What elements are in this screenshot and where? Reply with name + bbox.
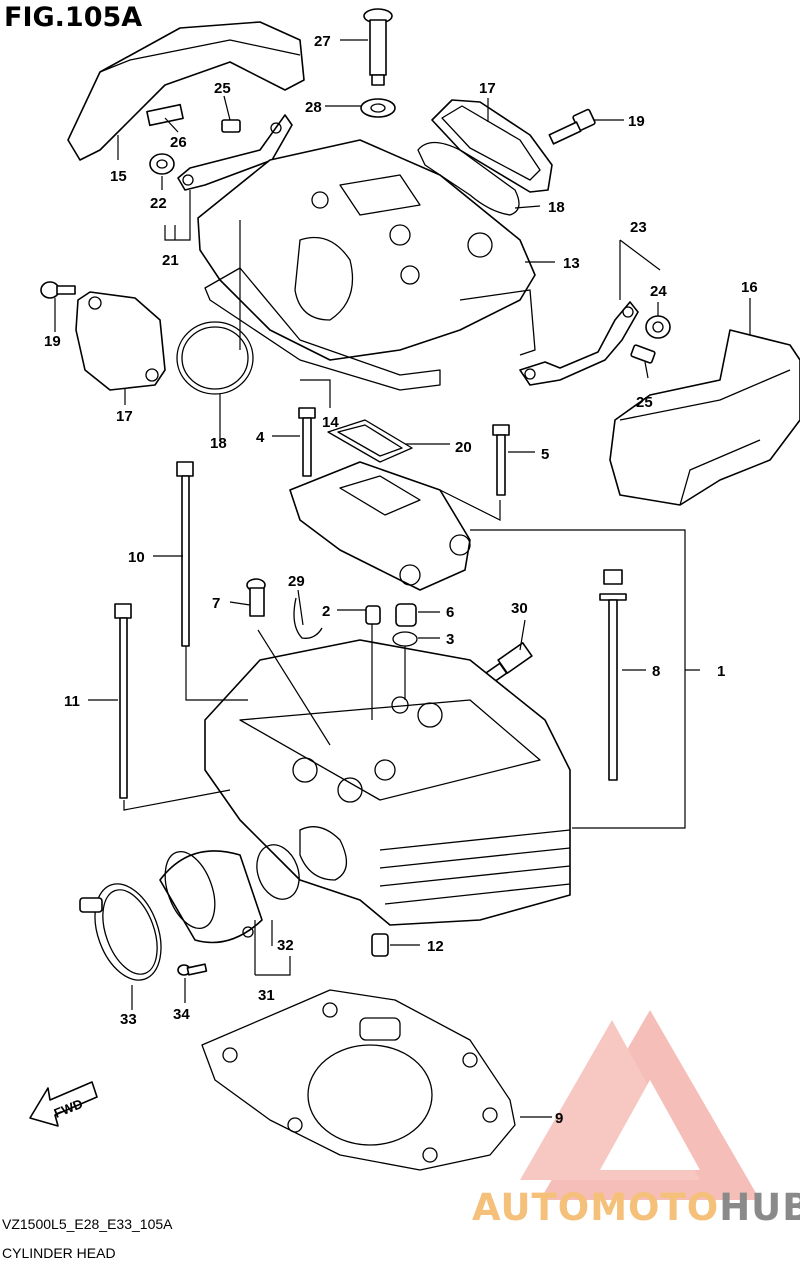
- callout-19-top: 19: [628, 113, 645, 130]
- bracket-part-23: [519, 301, 639, 386]
- bolt-part-25: [221, 119, 241, 133]
- callout-26: 26: [170, 134, 187, 151]
- callout-31: 31: [258, 987, 275, 1004]
- callout-9: 9: [555, 1110, 563, 1127]
- gasket-part-14: [204, 267, 441, 391]
- callout-22: 22: [150, 195, 167, 212]
- callout-18-top: 18: [548, 199, 565, 216]
- gasket-part-20: [327, 419, 413, 463]
- callout-11: 11: [64, 693, 80, 710]
- callout-23: 23: [630, 219, 647, 236]
- callout-15: 15: [110, 168, 127, 185]
- callout-25-right: 25: [636, 394, 653, 411]
- grommet-part-22: [149, 153, 175, 175]
- callout-10: 10: [128, 549, 145, 566]
- bracket-part-21: [177, 114, 293, 191]
- callout-4: 4: [256, 429, 265, 446]
- cover-part-15: [67, 21, 305, 161]
- watermark-text-b: HUB: [719, 1186, 800, 1229]
- callout-18-left: 18: [210, 435, 227, 452]
- rocker-holder: [289, 461, 471, 591]
- watermark-text-a: AUTOMOTO: [472, 1186, 720, 1229]
- pad-part-26: [146, 103, 184, 127]
- dowel-part-12: [371, 933, 389, 957]
- callout-29: 29: [288, 573, 305, 590]
- callout-8: 8: [652, 663, 660, 680]
- head-gasket-part-9: [201, 989, 516, 1171]
- grommet-part-24: [645, 315, 671, 339]
- plate-part-17-top: [431, 99, 553, 193]
- intake-pipe-part-31: [159, 850, 263, 944]
- callout-13: 13: [563, 255, 580, 272]
- clip-part-29: [293, 597, 323, 639]
- watermark-text: AUTOMOTOHUB: [472, 1186, 800, 1229]
- bolt-part-11: [114, 603, 132, 799]
- dowel-part-6: [395, 603, 417, 627]
- washer-part-28: [360, 98, 396, 118]
- callout-16: 16: [741, 279, 758, 296]
- bolt-part-19-top: [548, 108, 596, 145]
- callout-1: 1: [717, 663, 725, 680]
- callout-33: 33: [120, 1011, 137, 1028]
- screw-part-34: [177, 963, 208, 976]
- callout-21: 21: [162, 252, 179, 269]
- plate-part-17-left: [75, 291, 166, 391]
- callout-25: 25: [214, 80, 231, 97]
- callout-3: 3: [446, 631, 454, 648]
- callout-2: 2: [322, 603, 330, 620]
- bolt-part-8: [599, 569, 627, 781]
- o-ring-part-3: [392, 631, 418, 647]
- callout-34: 34: [173, 1006, 190, 1023]
- callout-19-left: 19: [44, 333, 61, 350]
- clamp-part-33: [79, 883, 162, 981]
- callout-6: 6: [446, 604, 454, 621]
- callout-14: 14: [322, 414, 339, 431]
- callout-12: 12: [427, 938, 444, 955]
- dowel-part-2: [365, 605, 381, 625]
- bolt-part-5: [492, 424, 510, 496]
- bolt-part-10: [176, 461, 194, 647]
- fwd-arrow-icon: FWD: [29, 1081, 98, 1127]
- bolt-part-4: [298, 407, 316, 477]
- callout-28: 28: [305, 99, 322, 116]
- head-cover-part-13: [197, 139, 536, 361]
- callout-20: 20: [455, 439, 472, 456]
- callout-17-top: 17: [479, 80, 496, 97]
- figure-name: CYLINDER HEAD: [2, 1245, 116, 1261]
- figure-title: FIG.105A: [4, 2, 143, 33]
- callout-30: 30: [511, 600, 528, 617]
- callout-5: 5: [541, 446, 549, 463]
- bolt-part-27: [363, 8, 393, 86]
- callout-32: 32: [277, 937, 294, 954]
- o-ring-part-18-left: [176, 321, 254, 395]
- bolt-part-25-right: [630, 344, 656, 364]
- callout-24: 24: [650, 283, 667, 300]
- leader-lines: [54, 39, 751, 1118]
- guide-part-7: [246, 578, 266, 617]
- callout-labels: 27 25 26 28 17 19 15 22 21 18 13 23 24 1…: [44, 33, 758, 1127]
- watermark-logo-icon: [520, 1010, 760, 1200]
- model-code: VZ1500L5_E28_E33_105A: [2, 1216, 173, 1232]
- callout-17-left: 17: [116, 408, 133, 425]
- callout-27: 27: [314, 33, 331, 50]
- callout-7: 7: [212, 595, 220, 612]
- bolt-part-19-left: [40, 281, 76, 299]
- cylinder-head: [204, 639, 571, 926]
- cover-part-16: [609, 329, 800, 506]
- o-ring-part-32: [256, 844, 300, 900]
